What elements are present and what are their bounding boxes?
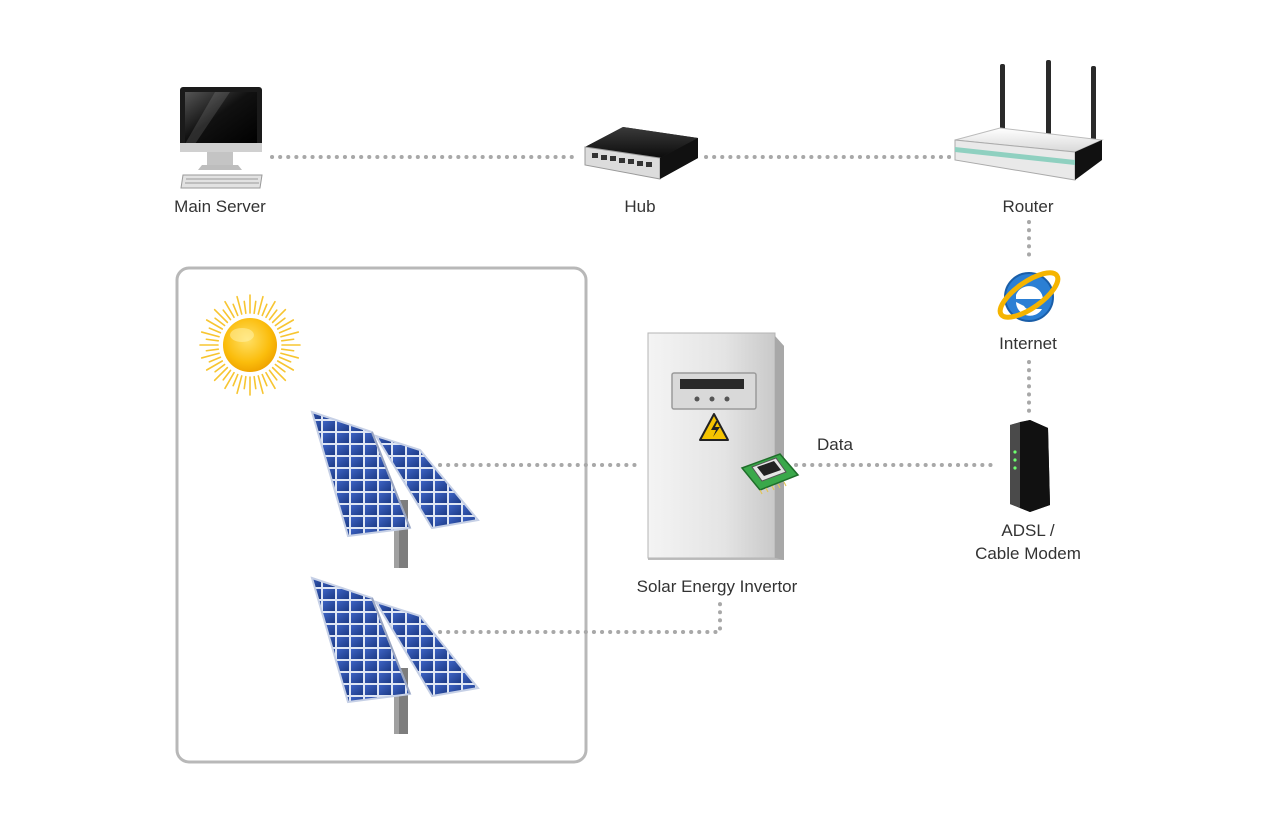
sun-icon [199,294,301,396]
sun-ray [243,375,247,390]
sun-ray [271,308,287,324]
internet-label: Internet [999,334,1057,353]
sun-ray [236,375,243,395]
sun-ray [224,300,235,319]
modem-icon [1010,420,1050,512]
sun-ray [214,317,226,327]
sun-ray [236,295,243,315]
sun-ray [280,338,295,342]
hub-label: Hub [624,197,655,216]
sun-ray [265,371,276,390]
sun-ray [214,363,226,373]
data-chip-icon [740,453,800,495]
sun-ray [205,360,224,371]
sun-ray [224,371,235,390]
solar-field-box [175,266,588,764]
modem-label-line2: Cable Modem [975,544,1081,563]
sun-ray [213,366,229,382]
sun-ray [205,338,220,342]
sun-ray [232,303,239,317]
sun-ray [232,373,239,387]
main-server-label: Main Server [174,197,266,216]
sun-ray [268,369,278,381]
sun-ray [200,352,220,359]
link-panel2-inverter [438,602,722,634]
sun-ray [257,295,264,315]
sun-ray [222,309,232,321]
network-hub-icon [584,127,698,180]
modem-label-line1: ADSL / [1001,521,1055,540]
sun-ray [274,363,286,373]
sun-ray [268,309,278,321]
desktop-computer-icon [180,87,263,189]
sun-ray [261,373,268,387]
sun-ray [253,375,257,390]
sun-ray [257,375,264,395]
internet-explorer-icon [997,270,1061,322]
inverter-label: Solar Energy Invertor [637,577,798,596]
sun-ray [208,327,222,334]
sun-ray [205,348,220,352]
sun-ray [280,348,295,352]
sun-ray [200,331,220,338]
sun-ray [278,327,292,334]
solar-panel-icon [310,410,480,568]
data-label: Data [817,435,853,454]
sun-ray [265,300,276,319]
sun-ray [276,360,295,371]
sun-ray [271,366,287,382]
inverter-cabinet-icon [647,332,784,560]
sun-ray [213,308,229,324]
sun-ray [222,369,232,381]
sun-ray [205,319,224,330]
sun-ray [261,303,268,317]
sun-ray [280,352,300,359]
wifi-router-icon [954,60,1104,181]
connectors [270,155,1031,634]
solar-panel-icon [310,576,480,734]
sun-ray [274,317,286,327]
sun-ray [280,331,300,338]
sun-ray [243,300,247,315]
sun-ray [253,300,257,315]
sun-ray [278,356,292,363]
sun-ray [208,356,222,363]
sun-ray [276,319,295,330]
router-label: Router [1002,197,1053,216]
